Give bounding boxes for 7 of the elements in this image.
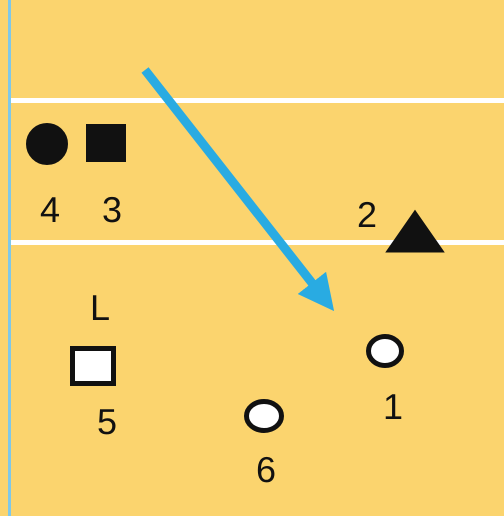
player-label: 4 <box>40 192 60 228</box>
player-label: 2 <box>356 197 378 233</box>
player-label: 6 <box>256 452 276 488</box>
player-label: 1 <box>382 389 404 425</box>
player-label: 5 <box>96 404 118 440</box>
player-label: L <box>90 290 110 326</box>
player-label: 3 <box>102 192 122 228</box>
